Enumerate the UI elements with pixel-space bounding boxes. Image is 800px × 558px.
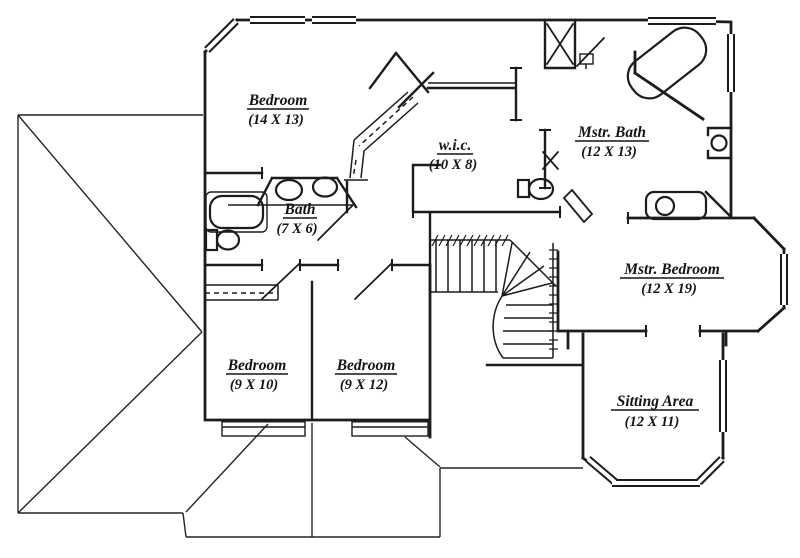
room-dims: (10 X 8) <box>429 157 477 173</box>
door-panel <box>562 188 594 224</box>
room-name: Bedroom <box>336 357 396 374</box>
staircase <box>430 234 558 359</box>
stair-treads <box>430 239 557 359</box>
room-label-bedroom-3: Bedroom (9 X 12) <box>335 357 397 393</box>
room-label-bath: Bath (7 X 6) <box>276 201 317 237</box>
sink-icon <box>274 178 304 202</box>
room-label-wic: w.i.c. (10 X 8) <box>429 137 477 173</box>
bathtub-outline-icon <box>205 191 268 233</box>
toilet-icon <box>215 229 241 251</box>
toilet-tank-icon <box>516 178 531 199</box>
doors <box>261 23 701 337</box>
opening-end-caps <box>261 67 701 337</box>
fixtures <box>204 26 728 252</box>
sink-icon <box>311 176 339 198</box>
room-label-mstr-bedroom: Mstr. Bedroom (12 X 19) <box>620 261 724 297</box>
room-name: w.i.c. <box>439 137 472 154</box>
vanity-sink-icon <box>654 195 676 217</box>
interior-walls <box>203 18 733 422</box>
exterior-walls <box>203 18 786 485</box>
corner-tub-icon <box>626 26 708 100</box>
room-name: Bath <box>283 201 315 218</box>
railing-edges <box>344 91 419 181</box>
room-dims: (12 X 11) <box>625 414 680 430</box>
vanity-counter-icon <box>644 190 708 221</box>
bathtub-icon <box>208 194 265 230</box>
room-label-sitting-area: Sitting Area (12 X 11) <box>611 393 699 430</box>
hall-ledge <box>205 284 279 301</box>
small-fixture-icon <box>579 53 594 65</box>
door-swing-lines <box>261 23 605 300</box>
counter-edges <box>222 64 587 428</box>
room-name: Sitting Area <box>617 393 694 410</box>
stair-railing <box>205 91 419 301</box>
room-label-mstr-bath: Mstr. Bath (12 X 13) <box>575 124 649 160</box>
room-dims: (9 X 12) <box>340 377 388 393</box>
bedroom-window-boxes <box>221 419 429 437</box>
niche-fixture-icon <box>710 134 728 152</box>
room-name: Bedroom <box>227 357 287 374</box>
toilet-icon <box>527 177 555 201</box>
room-label-bedroom-2: Bedroom (9 X 10) <box>226 357 288 393</box>
room-dims: (7 X 6) <box>276 221 317 237</box>
room-name: Bedroom <box>248 92 308 109</box>
toilet-tank-icon <box>204 228 219 252</box>
room-label-bedroom-1: Bedroom (14 X 13) <box>247 92 309 128</box>
roof-outline <box>17 114 583 538</box>
room-name: Mstr. Bath <box>577 124 646 141</box>
room-name: Mstr. Bedroom <box>623 261 720 278</box>
room-dims: (9 X 10) <box>230 377 278 393</box>
railing-dashed-line <box>205 96 414 294</box>
windows-inner <box>205 18 786 485</box>
room-dims: (12 X 19) <box>641 281 697 297</box>
room-dims: (14 X 13) <box>248 112 304 128</box>
stair-baluster-hatch <box>431 234 558 350</box>
room-dims: (12 X 13) <box>581 144 637 160</box>
